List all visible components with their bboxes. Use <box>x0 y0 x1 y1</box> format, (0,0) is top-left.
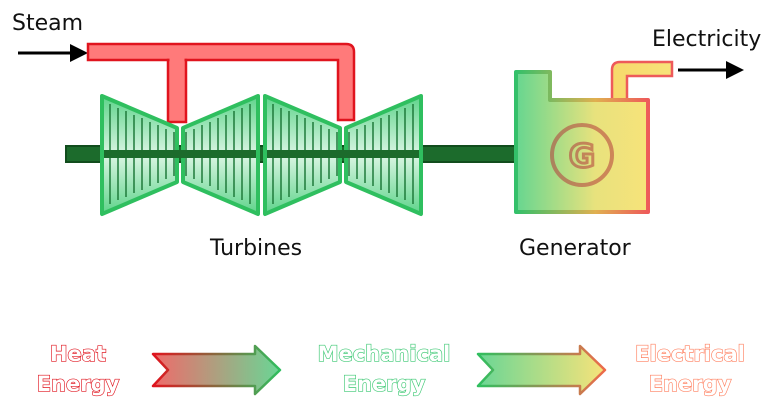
generator-label: Generator <box>519 236 632 261</box>
energy-electrical: Electrical Energy <box>635 341 746 396</box>
mechanical-to-electrical-arrow <box>476 344 607 396</box>
electrical-energy-line1: Electrical <box>635 342 745 366</box>
turbine-1 <box>100 94 260 216</box>
steam-input-arrow <box>18 44 88 62</box>
energy-mechanical: Mechanical Energy <box>317 341 451 396</box>
generator-symbol: G <box>569 137 595 175</box>
electricity-label: Electricity <box>652 27 761 52</box>
generator: G <box>514 70 650 214</box>
turbine-2 <box>263 94 423 216</box>
electrical-energy-line2: Energy <box>649 372 732 396</box>
electricity-output-arrow <box>678 61 744 79</box>
steam-pipe <box>86 42 356 124</box>
heat-energy-line1: Heat <box>50 342 106 366</box>
mechanical-energy-line2: Energy <box>343 372 426 396</box>
energy-heat: Heat Energy <box>36 341 120 396</box>
steam-label: Steam <box>12 11 83 36</box>
heat-to-mechanical-arrow <box>151 344 282 396</box>
electricity-output-pipe <box>610 60 674 102</box>
heat-energy-line2: Energy <box>37 372 120 396</box>
generator-g-icon <box>550 123 614 187</box>
mechanical-energy-line1: Mechanical <box>318 342 451 366</box>
turbines-label: Turbines <box>209 236 302 261</box>
